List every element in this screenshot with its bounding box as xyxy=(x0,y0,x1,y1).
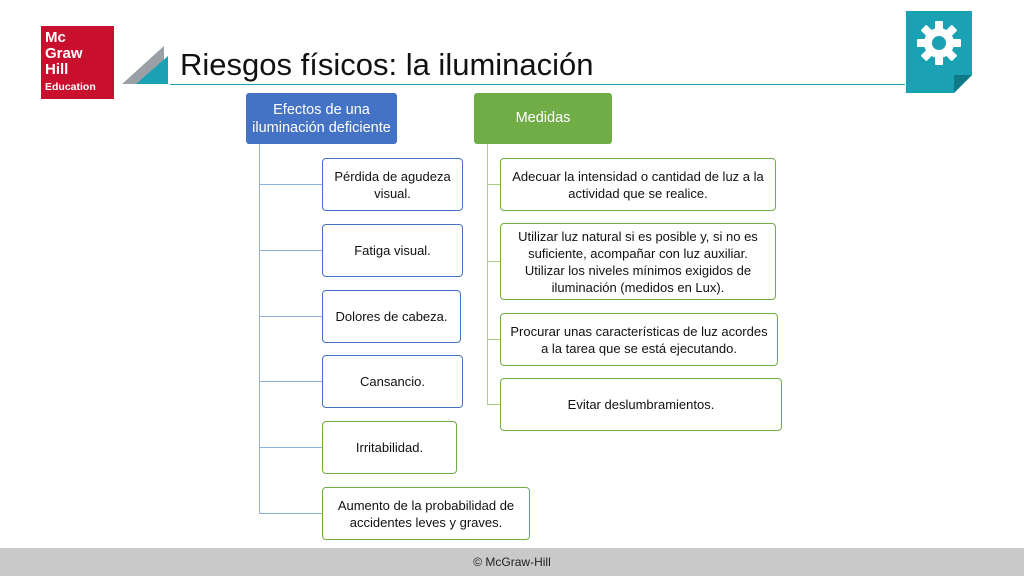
effects-connector xyxy=(259,184,323,185)
measures-connector xyxy=(487,184,501,185)
effects-connector-vertical xyxy=(259,144,260,514)
measures-connector xyxy=(487,404,501,405)
logo-line-3: Hill xyxy=(45,61,69,78)
effects-connector xyxy=(259,513,323,514)
triangle-deco-icon xyxy=(122,46,168,84)
effects-connector xyxy=(259,316,323,317)
effects-connector xyxy=(259,447,323,448)
effect-item: Fatiga visual. xyxy=(322,224,463,277)
footer-copyright: © McGraw-Hill xyxy=(473,555,551,569)
measure-item: Adecuar la intensidad o cantidad de luz … xyxy=(500,158,776,211)
measure-item: Utilizar luz natural si es posible y, si… xyxy=(500,223,776,300)
logo-line-1: Mc xyxy=(45,29,66,46)
measures-header: Medidas xyxy=(474,93,612,144)
gear-icon xyxy=(906,11,972,93)
footer-bar: © McGraw-Hill xyxy=(0,548,1024,576)
measure-item: Procurar unas características de luz aco… xyxy=(500,313,778,366)
effect-item: Irritabilidad. xyxy=(322,421,457,474)
effect-item: Aumento de la probabilidad de accidentes… xyxy=(322,487,530,540)
title-underline xyxy=(170,84,905,85)
measures-connector xyxy=(487,261,501,262)
mcgraw-hill-logo: Mc Graw Hill Education xyxy=(41,26,114,99)
measures-connector xyxy=(487,339,501,340)
logo-line-4: Education xyxy=(45,81,96,93)
effect-item: Pérdida de agudeza visual. xyxy=(322,158,463,211)
effect-item: Cansancio. xyxy=(322,355,463,408)
page-title: Riesgos físicos: la iluminación xyxy=(180,47,594,82)
effects-header: Efectos de una iluminación deficiente xyxy=(246,93,397,144)
measure-item: Evitar deslumbramientos. xyxy=(500,378,782,431)
effect-item: Dolores de cabeza. xyxy=(322,290,461,343)
effects-connector xyxy=(259,250,323,251)
measures-connector-vertical xyxy=(487,144,488,405)
effects-connector xyxy=(259,381,323,382)
logo-line-2: Graw xyxy=(45,45,83,62)
